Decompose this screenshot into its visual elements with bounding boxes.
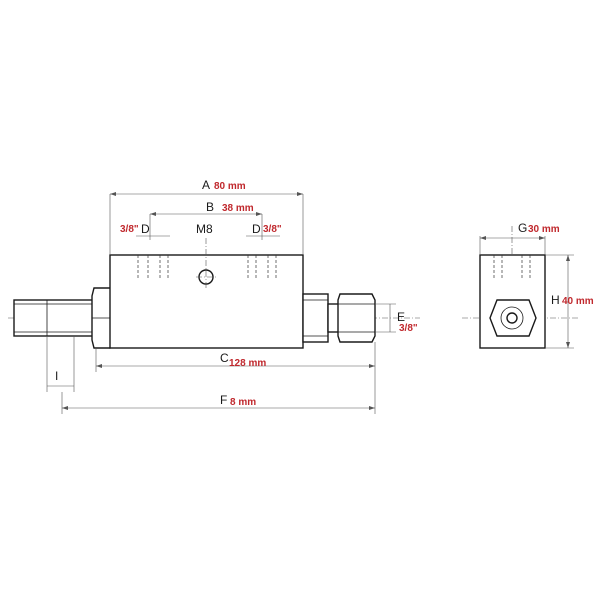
dim-d-left-value: 3/8" [120,224,139,235]
dim-e-value: 3/8" [399,323,418,334]
side-view [8,238,420,349]
arrow-head [62,406,68,410]
arrow-head [539,236,545,240]
dim-g-value: 30 mm [528,224,560,235]
dim-f-letter: F [220,393,227,407]
end-view [462,226,580,349]
dim-a-letter: A [202,178,210,192]
arrow-head [369,364,375,368]
arrow-head [566,255,570,261]
dim-b-letter: B [206,200,214,214]
arrow-head [256,212,262,216]
side-dimensions: A 80 mm B 38 mm 3/8" D M8 D 3/8" E 3/8" … [46,178,418,414]
dim-c-value: 128 mm [229,358,266,369]
fitting-body [302,293,329,343]
dim-h-letter: H [551,293,560,307]
end-view-port-bore [500,306,524,330]
arrow-head [369,406,375,410]
valve-body [109,254,304,349]
arrow-head [110,192,116,196]
dim-c-letter: C [220,351,229,365]
dim-i-letter: I [55,369,58,383]
arrow-head [480,236,486,240]
arrow-head [150,212,156,216]
dim-b-value: 38 mm [222,203,254,214]
dim-f-value: 8 mm [230,397,256,408]
dim-a-value: 80 mm [214,181,246,192]
dim-h-value: 40 mm [562,296,594,307]
end-dimensions: G 30 mm H 40 mm [479,221,594,349]
dim-d-right-letter: D [252,222,261,236]
arrow-head [96,364,102,368]
arrow-head [297,192,303,196]
end-view-port-hole [506,312,518,324]
threaded-stud [13,299,95,337]
dim-g-letter: G [518,221,527,235]
dim-d-right-value: 3/8" [263,224,282,235]
dim-e-letter: E [397,310,405,324]
fitting-hex-nut [337,293,376,343]
arrow-head [566,342,570,348]
dim-m8-label: M8 [196,222,213,236]
dim-d-left-letter: D [141,222,150,236]
